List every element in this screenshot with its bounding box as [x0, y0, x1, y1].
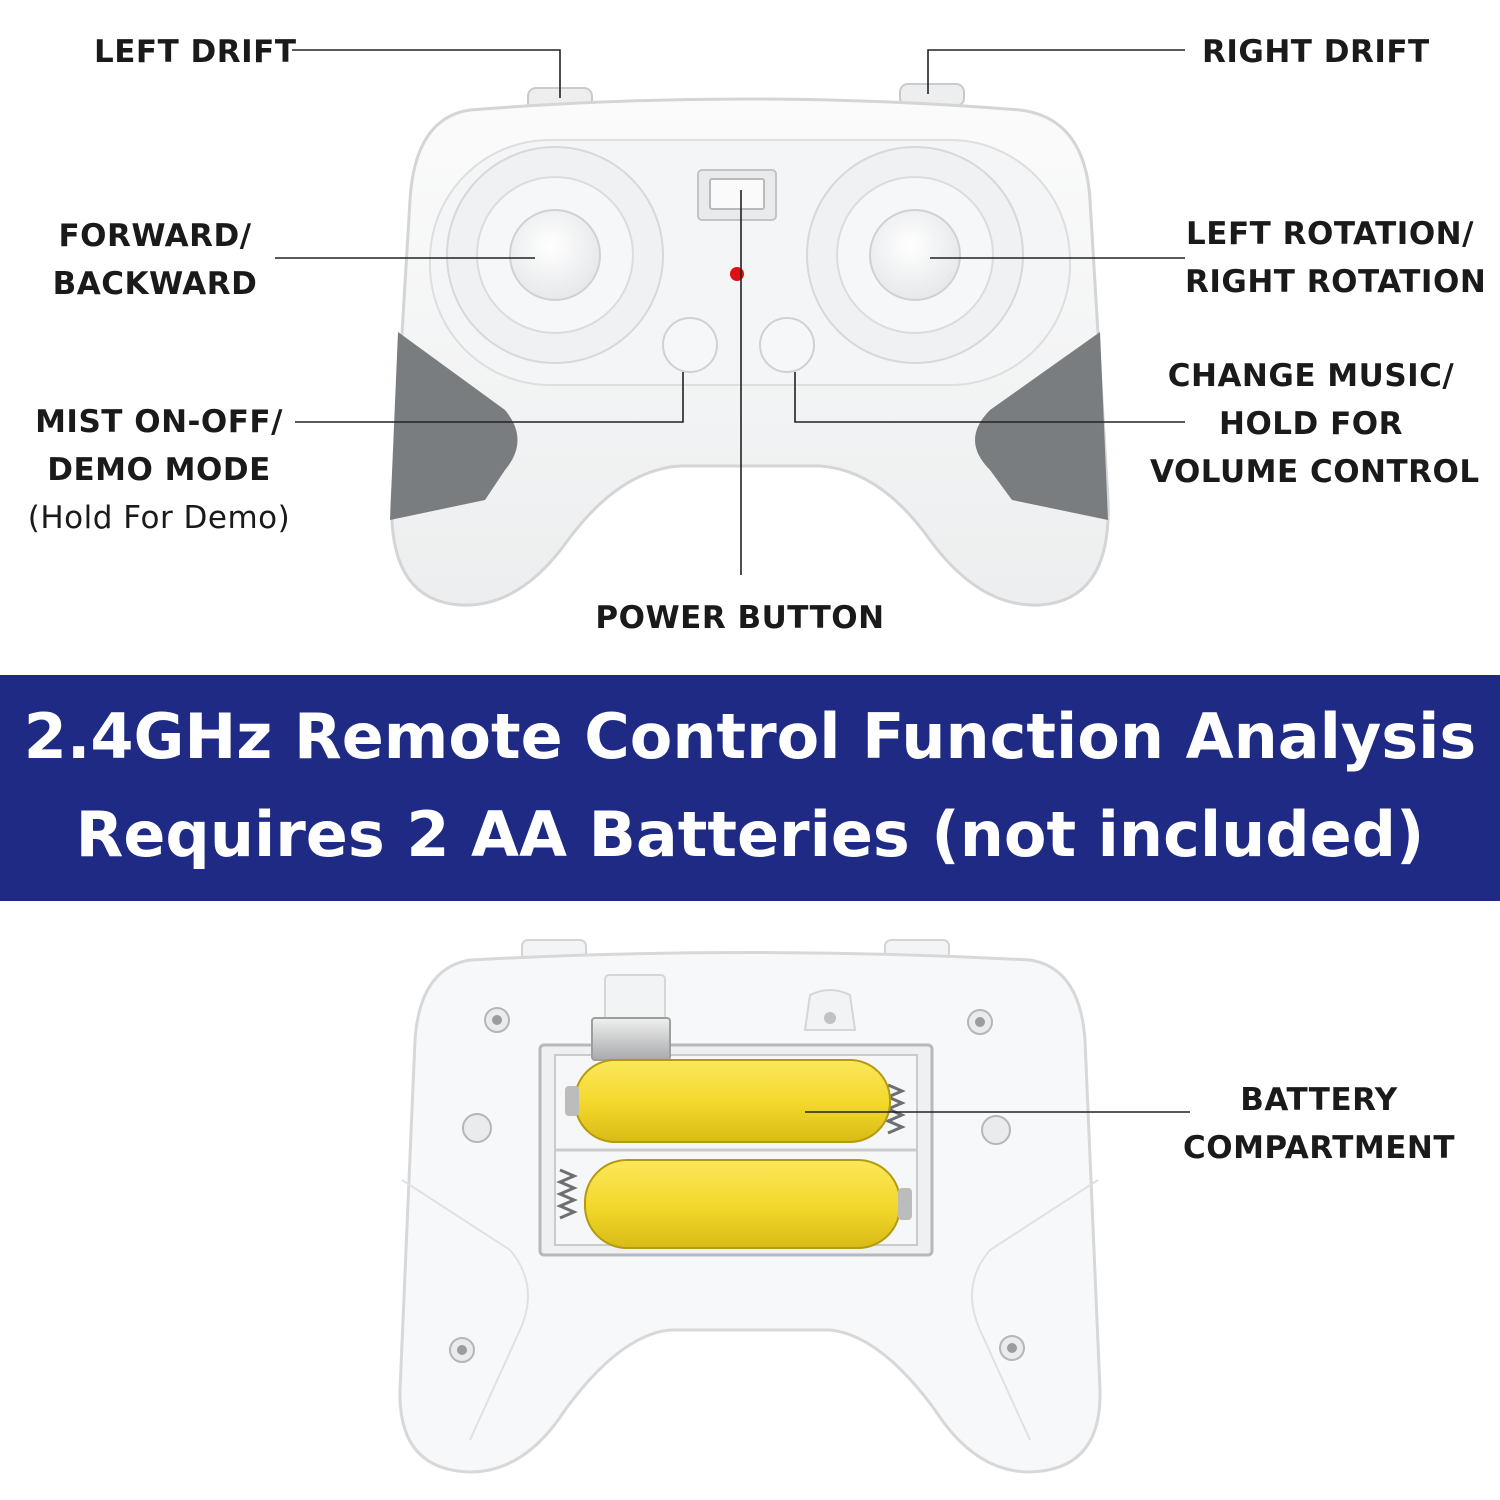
label-forward-backward-line1: FORWARD/	[58, 218, 252, 254]
leader-lines	[275, 49, 1185, 575]
info-banner: 2.4GHz Remote Control Function Analysis …	[0, 675, 1500, 901]
label-music: CHANGE MUSIC/ HOLD FOR VOLUME CONTROL	[1150, 352, 1480, 496]
label-mist-line3: (Hold For Demo)	[27, 500, 291, 536]
battery-2	[584, 1159, 912, 1249]
label-power-button: POWER BUTTON	[595, 600, 885, 636]
label-left-drift: LEFT DRIFT	[94, 34, 297, 70]
battery-1	[565, 1059, 891, 1143]
label-forward-backward: FORWARD/ BACKWARD	[40, 212, 270, 308]
label-mist-line2: DEMO MODE	[47, 452, 271, 488]
label-rotation: LEFT ROTATION/ RIGHT ROTATION	[1185, 210, 1487, 306]
label-forward-backward-line2: BACKWARD	[52, 266, 258, 302]
label-music-line2: HOLD FOR	[1219, 406, 1403, 442]
label-battery-line2: COMPARTMENT	[1182, 1130, 1456, 1166]
banner-title: 2.4GHz Remote Control Function Analysis	[23, 700, 1477, 773]
right-grip	[975, 332, 1108, 520]
music-button[interactable]	[759, 317, 815, 373]
label-battery-line1: BATTERY	[1240, 1082, 1398, 1118]
label-mist: MIST ON-OFF/ DEMO MODE (Hold For Demo)	[18, 398, 300, 542]
remote-back-illustration	[398, 939, 1190, 1474]
power-switch[interactable]	[709, 178, 765, 210]
label-music-line1: CHANGE MUSIC/	[1167, 358, 1455, 394]
screw-holes	[449, 1007, 1025, 1363]
label-rotation-line2: RIGHT ROTATION	[1185, 264, 1487, 300]
banner-subtitle: Requires 2 AA Batteries (not included)	[75, 798, 1425, 871]
left-grip	[390, 332, 518, 520]
mist-button[interactable]	[662, 317, 718, 373]
left-joystick[interactable]	[509, 209, 601, 301]
label-music-line3: VOLUME CONTROL	[1150, 454, 1480, 490]
remote-front-illustration	[275, 49, 1185, 607]
label-mist-line1: MIST ON-OFF/	[35, 404, 283, 440]
label-right-drift: RIGHT DRIFT	[1202, 34, 1430, 70]
label-battery-compartment: BATTERY COMPARTMENT	[1170, 1076, 1468, 1172]
label-rotation-line1: LEFT ROTATION/	[1186, 216, 1474, 252]
right-joystick[interactable]	[869, 209, 961, 301]
power-led-icon	[730, 267, 744, 281]
